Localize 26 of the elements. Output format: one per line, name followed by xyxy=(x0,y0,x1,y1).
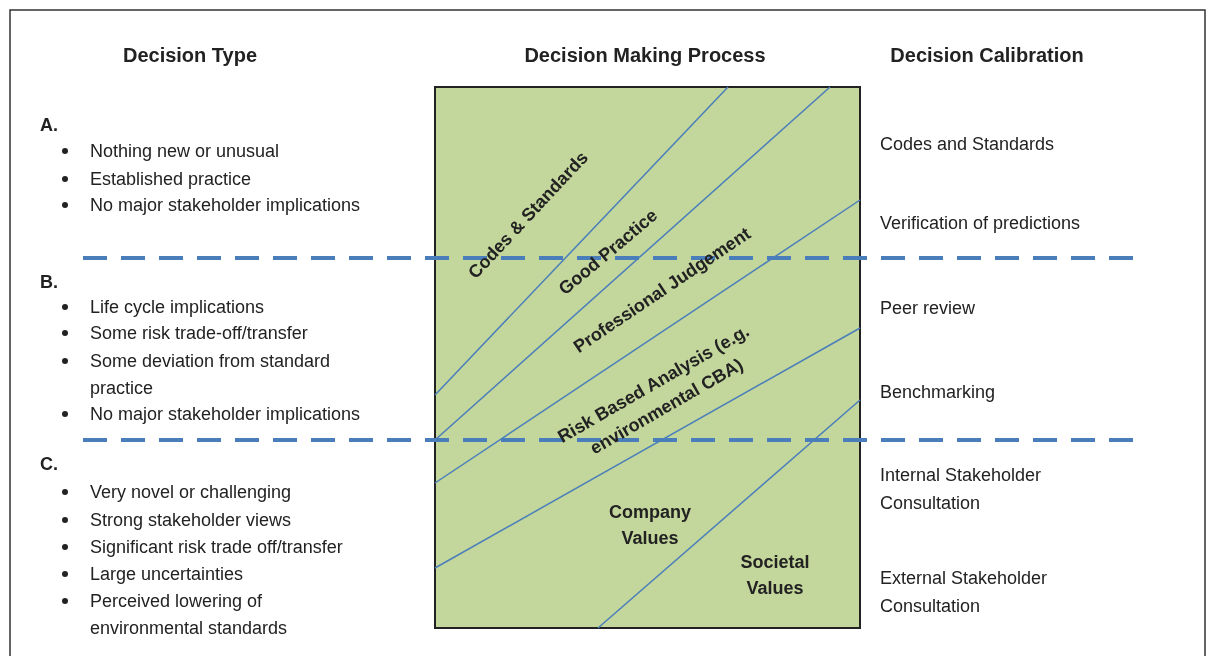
band-label: Societal Values xyxy=(739,551,811,600)
bullet-item: Strong stakeholder views xyxy=(90,509,292,532)
calibration-item: External Stakeholder Consultation xyxy=(880,567,1049,618)
bullet-item: Perceived lowering of environmental standards xyxy=(90,590,289,640)
bullet-item: No major stakeholder implications xyxy=(90,194,361,217)
bullet-item: Life cycle implications xyxy=(90,296,265,319)
column-heading: Decision Calibration xyxy=(890,43,1084,68)
column-heading: Decision Making Process xyxy=(524,43,766,68)
calibration-item: Verification of predictions xyxy=(880,212,1081,235)
bullet-item: Some deviation from standard practice xyxy=(90,350,332,400)
category-letter: A. xyxy=(40,114,58,137)
category-letter: C. xyxy=(40,453,58,476)
calibration-item: Peer review xyxy=(880,297,976,320)
bullet-item: Some risk trade-off/transfer xyxy=(90,322,308,345)
category-letter: B. xyxy=(40,271,58,294)
bullet-item: Very novel or challenging xyxy=(90,481,292,504)
bullet-item: Established practice xyxy=(90,168,252,191)
band-label: Company Values xyxy=(608,501,692,550)
calibration-item: Internal Stakeholder Consultation xyxy=(880,464,1043,515)
calibration-item: Benchmarking xyxy=(880,381,996,404)
bullet-item: Nothing new or unusual xyxy=(90,140,280,163)
bullet-item: Significant risk trade off/transfer xyxy=(90,536,343,559)
column-heading: Decision Type xyxy=(122,43,258,68)
bullet-item: Large uncertainties xyxy=(90,563,244,586)
bullet-item: No major stakeholder implications xyxy=(90,403,361,426)
calibration-item: Codes and Standards xyxy=(880,133,1055,156)
